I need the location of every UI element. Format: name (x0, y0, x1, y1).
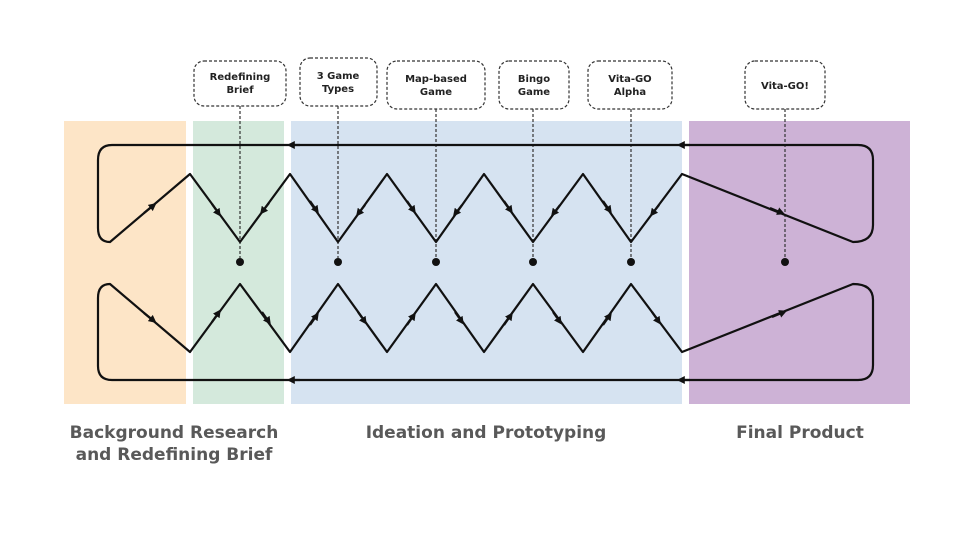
milestone-label-line: 3 Game (317, 71, 360, 82)
milestone-vita-go: Vita-GO! (744, 60, 826, 266)
milestone-label-line: Map-based (405, 74, 467, 85)
milestone-dot (627, 258, 635, 266)
upper-zigzag (96, 143, 875, 244)
milestone-label-line: Vita-GO! (761, 81, 809, 92)
phase-label-ideation: Ideation and Prototyping (366, 423, 607, 443)
flow-arrows (143, 141, 787, 384)
phase-panel-research (64, 121, 186, 404)
milestone-label-line: Bingo (518, 74, 550, 85)
phase-panel-final (689, 121, 910, 404)
milestone-label-line: Types (322, 84, 354, 95)
milestone-label-line: Vita-GO (608, 74, 651, 85)
milestone-label-line: Game (518, 87, 550, 98)
milestone-dot (781, 258, 789, 266)
milestone-label-line: Brief (226, 85, 254, 96)
phase-label-final: Final Product (736, 423, 864, 443)
milestone-dot (432, 258, 440, 266)
milestone-dot (236, 258, 244, 266)
milestone-label-line: Redefining (210, 72, 271, 83)
milestone-label-line: Alpha (614, 87, 646, 98)
milestone-label-line: Game (420, 87, 452, 98)
phase-panel-ideation (291, 121, 682, 404)
lower-zigzag (96, 282, 875, 382)
milestone-vita-go-alpha: Vita-GO Alpha (587, 60, 673, 266)
milestone-dot (529, 258, 537, 266)
milestone-dot (334, 258, 342, 266)
process-flow (96, 143, 875, 382)
